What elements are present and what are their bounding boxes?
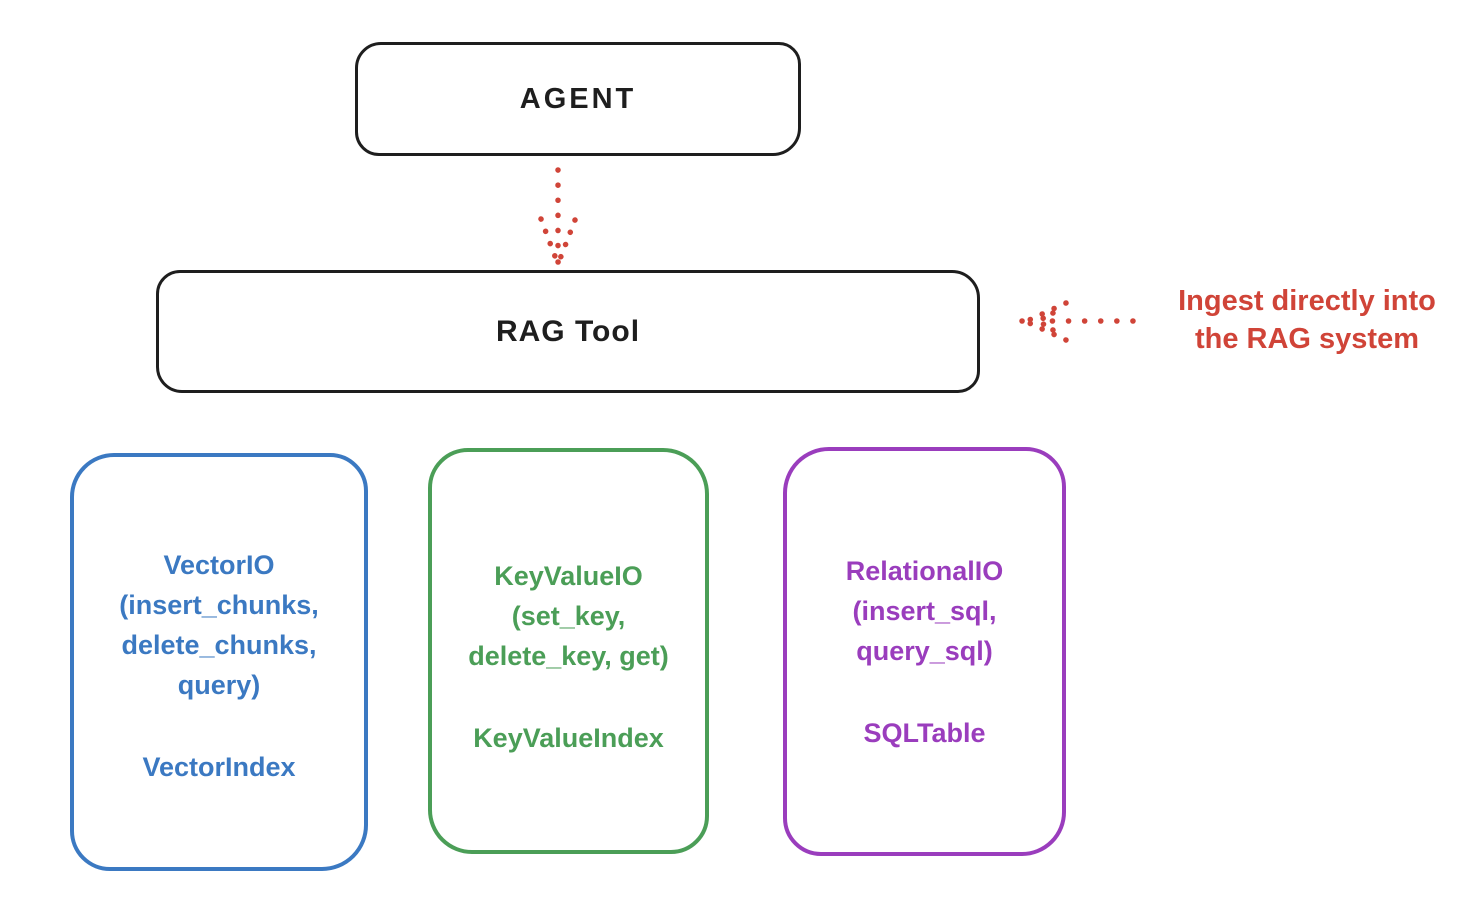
relational-io-title: RelationalIO bbox=[845, 556, 1004, 586]
vector-io-node: VectorIO (insert_chunks, delete_chunks, … bbox=[70, 453, 368, 871]
vector-io-line: delete_chunks, bbox=[121, 630, 317, 660]
rag-tool-node: RAG Tool bbox=[156, 270, 980, 393]
agent-label: AGENT bbox=[519, 82, 637, 115]
annotation-to-ragtool-arrow bbox=[1019, 300, 1136, 343]
keyvalue-io-title: KeyValueIO bbox=[494, 561, 643, 591]
annotation-line-2: the RAG system bbox=[1194, 323, 1419, 355]
annotation-line-1: Ingest directly into bbox=[1178, 285, 1436, 317]
rag-tool-label: RAG Tool bbox=[495, 314, 641, 348]
agent-to-ragtool-arrow bbox=[538, 167, 578, 265]
relational-io-node: RelationalIO (insert_sql, query_sql) SQL… bbox=[783, 447, 1066, 856]
keyvalue-io-node: KeyValueIO (set_key, delete_key, get) Ke… bbox=[428, 448, 709, 854]
vector-index-label: VectorIndex bbox=[142, 752, 296, 782]
relational-io-line: query_sql) bbox=[856, 636, 993, 666]
sql-table-label: SQLTable bbox=[863, 718, 986, 748]
vector-io-title: VectorIO bbox=[163, 550, 275, 580]
vector-io-line: query) bbox=[177, 670, 261, 700]
relational-io-line: (insert_sql, bbox=[852, 596, 997, 626]
ingest-annotation: Ingest directly into the RAG system bbox=[1140, 282, 1474, 358]
vector-io-line: (insert_chunks, bbox=[119, 590, 319, 620]
relational-io-signature: RelationalIO (insert_sql, query_sql) bbox=[787, 551, 1062, 671]
keyvalue-index-label: KeyValueIndex bbox=[473, 723, 664, 753]
keyvalue-io-line: delete_key, get) bbox=[468, 641, 669, 671]
keyvalue-io-signature: KeyValueIO (set_key, delete_key, get) bbox=[432, 556, 705, 676]
keyvalue-io-line: (set_key, bbox=[511, 601, 626, 631]
agent-node: AGENT bbox=[355, 42, 801, 156]
vector-io-signature: VectorIO (insert_chunks, delete_chunks, … bbox=[74, 545, 364, 705]
